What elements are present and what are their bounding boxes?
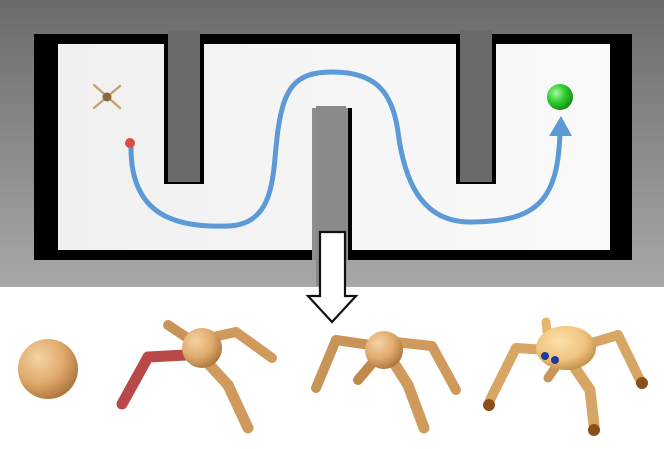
robot-eye-left (541, 352, 549, 360)
goal-sphere-icon (547, 84, 573, 110)
robot-quadruped (311, 331, 461, 434)
down-arrow-icon (305, 230, 359, 324)
path-arrowhead (549, 116, 572, 136)
trajectory-path (128, 69, 563, 229)
robot-quadruped-eyes (483, 317, 648, 436)
start-dot (125, 138, 135, 148)
robot-ball (18, 339, 78, 399)
maze (34, 30, 632, 286)
robot-eye-right (551, 356, 559, 364)
robot-quadruped-highlighted (116, 320, 277, 434)
mini-ant-icon (92, 83, 122, 110)
